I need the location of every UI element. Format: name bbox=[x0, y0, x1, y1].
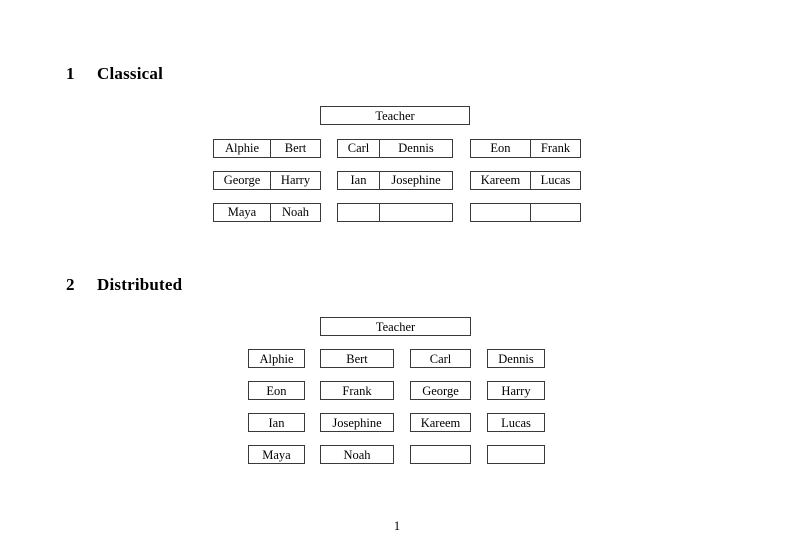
distributed-cell: Kareem bbox=[410, 413, 471, 432]
student-cell: Maya bbox=[227, 205, 257, 219]
distributed-cell-empty bbox=[487, 445, 545, 464]
student-cell: Bert bbox=[270, 140, 320, 157]
classical-group-left-row-3: Maya Noah bbox=[213, 203, 321, 222]
student-cell: Eon bbox=[490, 141, 511, 155]
distributed-cell: Dennis bbox=[487, 349, 545, 368]
section-number: 2 bbox=[66, 275, 75, 294]
classical-group-left-row-1: Alphie Bert bbox=[213, 139, 321, 158]
classical-group-middle-row-1: Carl Dennis bbox=[337, 139, 453, 158]
section-number: 1 bbox=[66, 64, 75, 83]
classical-group-middle-row-2: Ian Josephine bbox=[337, 171, 453, 190]
distributed-cell: Carl bbox=[410, 349, 471, 368]
distributed-cell-empty bbox=[410, 445, 471, 464]
distributed-cell: Maya bbox=[248, 445, 305, 464]
classical-group-right-row-3 bbox=[470, 203, 581, 222]
student-cell-empty bbox=[379, 204, 452, 221]
classical-group-left-row-2: George Harry bbox=[213, 171, 321, 190]
student-cell-empty bbox=[530, 204, 580, 221]
teacher-box-distributed: Teacher bbox=[320, 317, 471, 336]
distributed-cell: Bert bbox=[320, 349, 394, 368]
student-cell: Ian bbox=[350, 173, 367, 187]
distributed-cell: Harry bbox=[487, 381, 545, 400]
distributed-cell: Eon bbox=[248, 381, 305, 400]
classical-group-middle-row-3 bbox=[337, 203, 453, 222]
student-cell: Dennis bbox=[379, 140, 452, 157]
student-cell: Harry bbox=[270, 172, 320, 189]
teacher-box-classical: Teacher bbox=[320, 106, 470, 125]
student-cell: Frank bbox=[530, 140, 580, 157]
section-heading-distributed: 2 Distributed bbox=[66, 275, 182, 295]
classical-group-right-row-2: Kareem Lucas bbox=[470, 171, 581, 190]
distributed-cell: Josephine bbox=[320, 413, 394, 432]
student-cell: Alphie bbox=[224, 141, 260, 155]
student-cell: Noah bbox=[270, 204, 320, 221]
student-cell: Kareem bbox=[480, 173, 521, 187]
student-cell: Carl bbox=[347, 141, 370, 155]
section-title: Distributed bbox=[97, 275, 183, 294]
distributed-cell: Ian bbox=[248, 413, 305, 432]
student-cell: Josephine bbox=[379, 172, 452, 189]
classical-group-right-row-1: Eon Frank bbox=[470, 139, 581, 158]
distributed-cell: Lucas bbox=[487, 413, 545, 432]
section-heading-classical: 1 Classical bbox=[66, 64, 163, 84]
distributed-cell: George bbox=[410, 381, 471, 400]
student-cell-empty bbox=[471, 204, 530, 221]
student-cell: George bbox=[223, 173, 261, 187]
page-number: 1 bbox=[393, 519, 401, 533]
distributed-cell: Alphie bbox=[248, 349, 305, 368]
distributed-cell: Frank bbox=[320, 381, 394, 400]
student-cell: Lucas bbox=[530, 172, 580, 189]
student-cell-empty bbox=[338, 204, 379, 221]
distributed-cell: Noah bbox=[320, 445, 394, 464]
section-title: Classical bbox=[97, 64, 164, 83]
